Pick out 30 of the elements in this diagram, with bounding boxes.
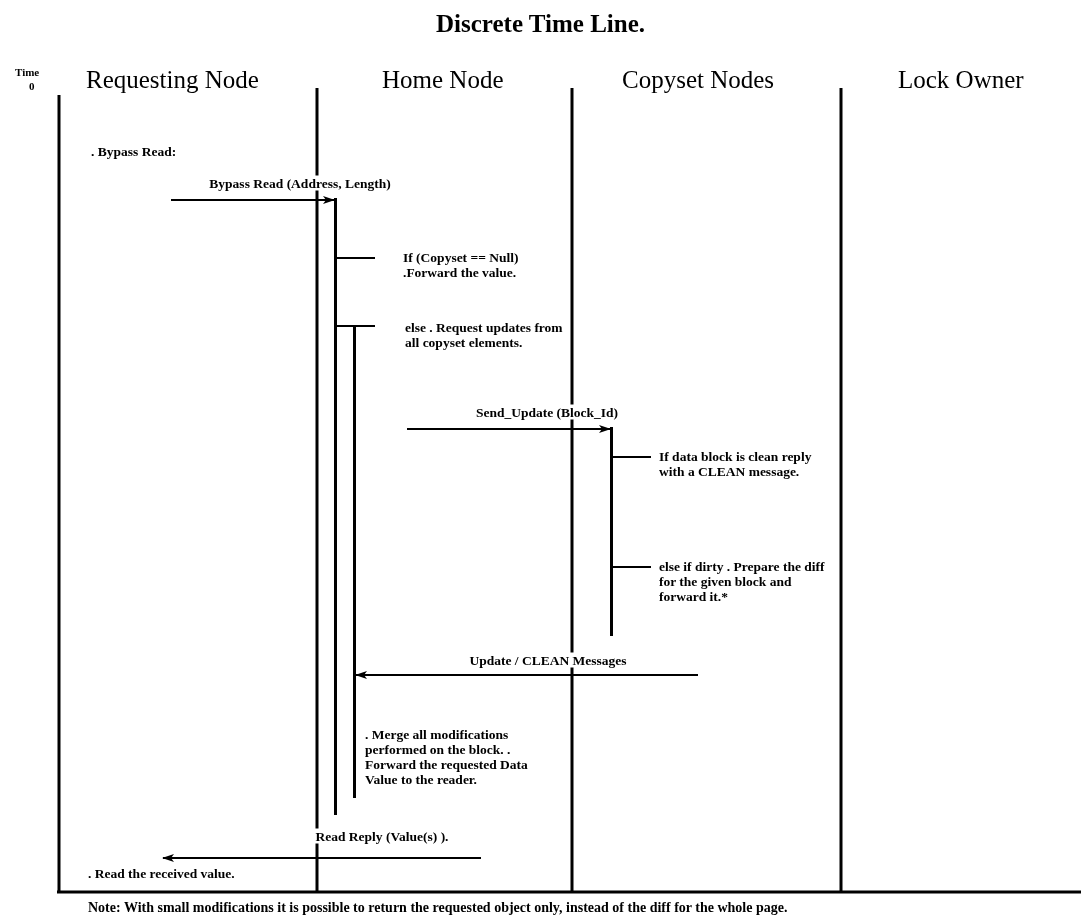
time-zero-label: 0 xyxy=(29,80,35,92)
message-arrow xyxy=(355,671,699,679)
column-header: Copyset Nodes xyxy=(622,66,775,94)
process-note: else if dirty . Prepare the diff for the given block and forward it.* xyxy=(651,559,831,604)
process-note: If (Copyset == Null) .Forward the value. xyxy=(375,250,565,280)
activation-bar xyxy=(610,427,613,636)
process-note: . Merge all modifications performed on the block. . Forward the requested Data Value to the reader. xyxy=(365,727,529,787)
footnote: Note: With small modifications it is possible to return the requested object only, instead of the diff for the whole page. xyxy=(88,900,788,915)
leader-line xyxy=(336,325,376,327)
leader-line xyxy=(612,456,652,458)
column-header: Lock Owner xyxy=(898,66,1024,94)
column-header: Home Node xyxy=(382,66,504,94)
activation-bar xyxy=(353,326,356,798)
edge-label: Send_Update (Block_Id) xyxy=(473,404,621,420)
process-note: else . Request updates from all copyset elements. xyxy=(375,320,567,350)
message-arrow xyxy=(406,425,611,433)
time-axis-label: Time xyxy=(15,66,40,78)
edge-label: Update / CLEAN Messages xyxy=(467,652,629,668)
leader-line xyxy=(336,257,376,259)
process-note: . Read the received value. xyxy=(88,866,235,881)
activation-bar xyxy=(334,198,337,815)
diagram-title: Discrete Time Line. xyxy=(435,10,646,38)
process-note: If data block is clean reply with a CLEAN message. xyxy=(651,449,836,479)
message-arrow xyxy=(162,854,482,862)
message-arrow xyxy=(170,196,335,204)
edge-label: Bypass Read (Address, Length) xyxy=(207,175,393,191)
leader-line xyxy=(612,566,652,568)
step-heading: . Bypass Read: xyxy=(91,144,177,159)
column-header: Requesting Node xyxy=(86,66,259,94)
edge-label: Read Reply (Value(s) ). xyxy=(313,828,451,844)
